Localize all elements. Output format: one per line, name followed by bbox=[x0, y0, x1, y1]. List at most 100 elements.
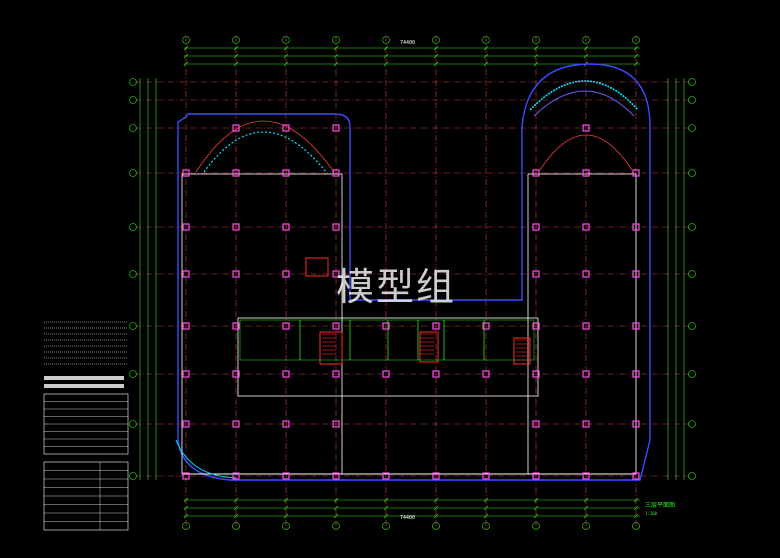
axis-bubble bbox=[688, 420, 696, 428]
column bbox=[282, 472, 290, 480]
dimension-tick bbox=[233, 513, 239, 519]
axis-bubble bbox=[582, 522, 590, 530]
column bbox=[432, 472, 440, 480]
stair bbox=[513, 337, 531, 365]
dimension-tick bbox=[183, 505, 189, 511]
column bbox=[282, 270, 290, 278]
dimension-tick bbox=[383, 61, 389, 67]
axis-bubble bbox=[688, 223, 696, 231]
column bbox=[332, 322, 340, 330]
dimension-lines bbox=[139, 45, 685, 519]
column bbox=[332, 370, 340, 378]
dimension-tick bbox=[633, 53, 639, 59]
dimension-tick bbox=[233, 505, 239, 511]
columns bbox=[182, 124, 640, 480]
column bbox=[332, 472, 340, 480]
dimension-tick bbox=[433, 505, 439, 511]
dimension-tick bbox=[483, 497, 489, 503]
axis-bubble bbox=[432, 36, 440, 44]
column bbox=[232, 420, 240, 428]
column bbox=[482, 370, 490, 378]
column bbox=[182, 223, 190, 231]
north-arc-cyan bbox=[203, 131, 327, 173]
dimension-tick bbox=[583, 497, 589, 503]
column bbox=[282, 322, 290, 330]
axis-bubble bbox=[282, 36, 290, 44]
dimension-tick bbox=[333, 505, 339, 511]
column bbox=[232, 322, 240, 330]
column bbox=[232, 124, 240, 132]
column bbox=[282, 169, 290, 177]
column bbox=[332, 270, 340, 278]
column bbox=[632, 169, 640, 177]
notes-bar bbox=[44, 384, 124, 388]
dimension-tick bbox=[333, 497, 339, 503]
notes-bar bbox=[44, 376, 124, 380]
dimension-tick bbox=[633, 61, 639, 67]
axis-bubble bbox=[129, 169, 137, 177]
dimension-tick bbox=[333, 45, 339, 51]
axis-bubble bbox=[432, 522, 440, 530]
axis-bubble bbox=[332, 522, 340, 530]
dimension-tick bbox=[533, 53, 539, 59]
axis-bubble bbox=[182, 522, 190, 530]
plan-title: 三层平面图 bbox=[645, 502, 676, 509]
axis-bubble bbox=[688, 322, 696, 330]
dimension-tick bbox=[633, 505, 639, 511]
dimension-tick bbox=[233, 497, 239, 503]
dimension-tick bbox=[283, 513, 289, 519]
southwest-curve bbox=[175, 439, 237, 479]
column bbox=[232, 472, 240, 480]
axis-bubble bbox=[232, 36, 240, 44]
column bbox=[482, 322, 490, 330]
column bbox=[382, 322, 390, 330]
column bbox=[332, 420, 340, 428]
column bbox=[582, 223, 590, 231]
core-room bbox=[483, 319, 535, 361]
axis-bubble bbox=[688, 96, 696, 104]
axis-bubble bbox=[129, 96, 137, 104]
dimension-tick bbox=[333, 513, 339, 519]
dimension-tick bbox=[183, 61, 189, 67]
column bbox=[432, 370, 440, 378]
axis-bubble bbox=[582, 36, 590, 44]
dimension-tick bbox=[483, 45, 489, 51]
stair bbox=[319, 331, 343, 365]
column bbox=[282, 223, 290, 231]
column bbox=[182, 169, 190, 177]
building-outline bbox=[177, 63, 651, 481]
dimension-tick bbox=[583, 45, 589, 51]
column bbox=[532, 472, 540, 480]
column bbox=[632, 270, 640, 278]
dimension-tick bbox=[283, 61, 289, 67]
dimension-tick bbox=[433, 513, 439, 519]
axis-bubble bbox=[182, 36, 190, 44]
axis-bubble bbox=[532, 522, 540, 530]
axis-bubble bbox=[129, 223, 137, 231]
column bbox=[582, 169, 590, 177]
axis-bubble bbox=[688, 472, 696, 480]
column bbox=[182, 370, 190, 378]
core-band bbox=[237, 317, 539, 397]
dimension-tick bbox=[183, 53, 189, 59]
axis-bubble bbox=[688, 370, 696, 378]
core-rooms bbox=[239, 319, 535, 361]
axis-bubble bbox=[482, 36, 490, 44]
axis-bubble bbox=[129, 78, 137, 86]
axis-bubble bbox=[688, 124, 696, 132]
dimension-tick bbox=[383, 497, 389, 503]
dimension-tick bbox=[433, 497, 439, 503]
axis-bubble bbox=[688, 78, 696, 86]
stair bbox=[419, 331, 439, 363]
dimension-tick bbox=[283, 45, 289, 51]
stair bbox=[305, 257, 329, 277]
axis-bubble bbox=[232, 522, 240, 530]
east-canopy-cyan bbox=[529, 80, 639, 111]
axis-bubble bbox=[129, 124, 137, 132]
dimension-tick bbox=[533, 513, 539, 519]
dimension-tick bbox=[533, 505, 539, 511]
column bbox=[332, 169, 340, 177]
dimension-tick bbox=[583, 53, 589, 59]
dimension-tick bbox=[533, 497, 539, 503]
column bbox=[232, 169, 240, 177]
